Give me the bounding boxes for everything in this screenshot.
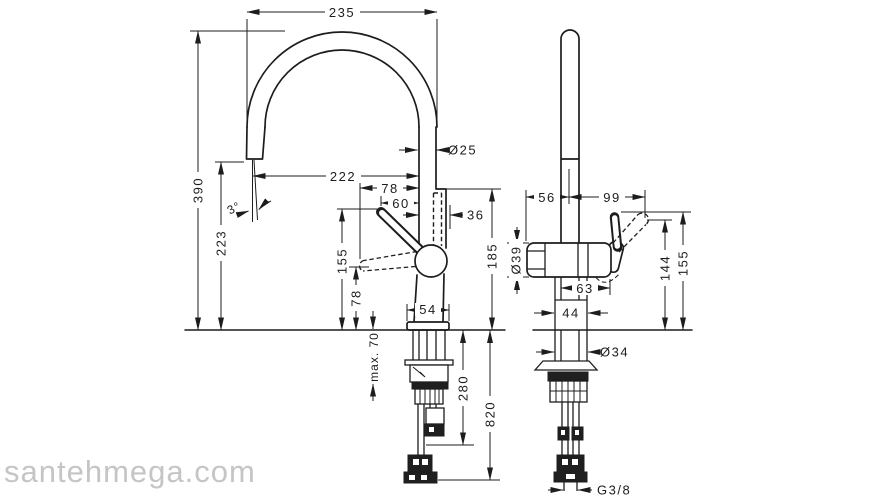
mounting-block-detail [412, 366, 426, 378]
hose-fitting-slot2 [422, 459, 428, 465]
hose-end-front [403, 471, 438, 484]
spout-tube-side [560, 29, 580, 244]
stabilizer-cone [533, 360, 599, 371]
mounting-nut [414, 388, 444, 405]
dim-label-spout-reach: 235 [329, 5, 355, 20]
mounting-nut-side-flats [550, 381, 587, 402]
dim-label-shank-diameter: Ø34 [600, 345, 629, 360]
dim-label-outlet-angle: 3° [225, 199, 243, 218]
mounting-shank [412, 330, 446, 360]
check-valve-upper [425, 407, 445, 425]
check-valve-slot [429, 427, 434, 432]
hose-end-slot2 [421, 475, 427, 480]
dim-label-outlet-to-axis: 222 [330, 169, 356, 184]
dim-label-max-mounting-thickness: max. 70 [367, 332, 381, 382]
dim-label-handle-back-reach: 78 [381, 181, 398, 196]
shank-below-counter [554, 330, 588, 361]
dim-label-handle-low-height: 78 [349, 289, 364, 306]
hose-fitting-front [407, 454, 433, 473]
side-view: 56 99 Ø39 63 144 155 44 Ø34 G3/8 [507, 29, 693, 498]
dim-label-body-offset: 36 [467, 208, 484, 223]
seal-band-side [547, 371, 589, 382]
angle-arrow-right [258, 198, 272, 210]
hose-end-slot1 [409, 475, 415, 480]
dim-label-outlet-height: 223 [214, 230, 229, 256]
dim-label-handle-tip-height: 155 [335, 248, 350, 274]
dim-label-rear-depth: 56 [538, 190, 555, 205]
dim-label-front-depth: 99 [603, 190, 620, 205]
ball-joint [414, 244, 448, 278]
dim-label-shank-width: 44 [562, 306, 579, 321]
hidden-internal-pipe [432, 192, 443, 246]
seal-band [411, 381, 449, 390]
spout-outer-arc [246, 31, 438, 128]
dim-label-handle-zone-height: 185 [485, 243, 500, 269]
hose-stub-side [563, 482, 578, 491]
handle-lever-fill [379, 210, 423, 253]
hose-fitting-side [556, 454, 585, 473]
dim-label-body-diameter: Ø39 [509, 245, 524, 274]
dim-label-base-width: 54 [419, 302, 436, 317]
dim-label-handle-forward-height: 144 [658, 255, 673, 281]
mounting-nut-flats [419, 389, 440, 404]
base-plate [406, 321, 450, 331]
watermark-text: santehmega.com [4, 454, 256, 489]
stabilizer-washer [404, 359, 454, 366]
dim-label-handle-upright-height: 155 [676, 250, 691, 276]
dim-label-supply-thread: G3/8 [597, 483, 631, 498]
dim-label-handle-reach: 60 [392, 196, 409, 211]
dim-label-spout-height: 390 [191, 177, 206, 203]
spout-inner-arc [264, 49, 420, 128]
handle-lever-side-fill [611, 215, 621, 249]
dim-label-hose-connector-length: 280 [456, 375, 471, 401]
mounting-block [409, 364, 449, 383]
riser-right-edge [435, 126, 447, 249]
handle-underside-hidden [595, 272, 621, 283]
front-view: 235 390 223 3° 222 78 60 Ø25 36 185 155 … [184, 5, 506, 484]
angle-arrow-left [235, 210, 249, 218]
dim-label-body-length: 63 [576, 281, 593, 296]
handle-lever-dashed [358, 250, 418, 272]
hose-fitting-slot1 [413, 459, 419, 465]
spout-outlet [245, 126, 266, 160]
handle-lever-side-dashed [612, 212, 650, 253]
dim-label-hose-total-length: 820 [483, 401, 498, 427]
dim-label-spout-pipe-diameter: Ø25 [448, 143, 477, 158]
valve-body-side [526, 242, 612, 278]
body-column [413, 273, 445, 323]
outlet-angle-lines [252, 159, 258, 222]
valve-body-details [527, 243, 589, 277]
